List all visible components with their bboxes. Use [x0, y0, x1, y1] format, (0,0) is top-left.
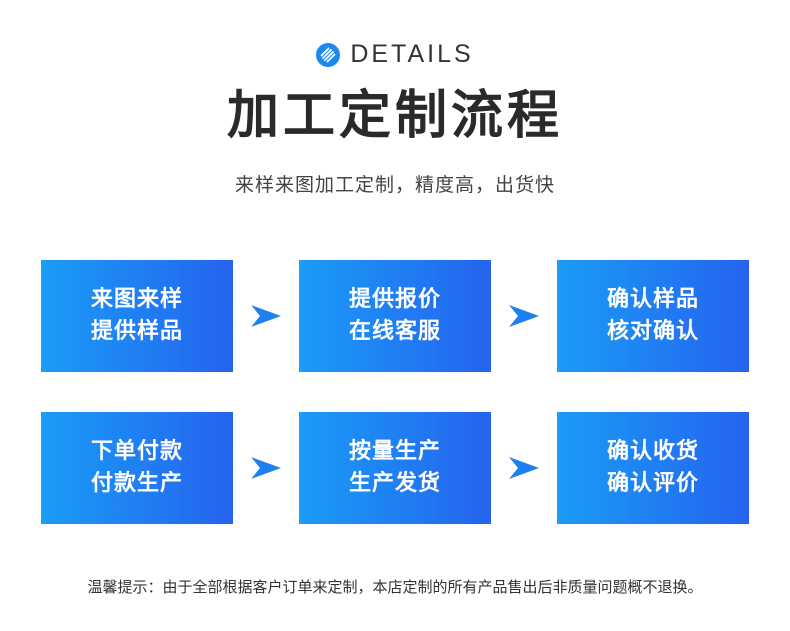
process-row-1: 来图来样 提供样品 提供报价 在线客服 确认样品 核对确认 [41, 260, 749, 372]
step-line-2: 确认评价 [606, 471, 699, 496]
step-quotation: 提供报价 在线客服 [299, 260, 491, 372]
page-title: 加工定制流程 [226, 86, 563, 146]
step-line-1: 确认收货 [606, 439, 699, 464]
step-line-1: 确认样品 [606, 287, 699, 312]
step-sample-confirmation: 确认样品 核对确认 [557, 260, 749, 372]
step-line-2: 核对确认 [606, 319, 699, 344]
step-sample-provision: 来图来样 提供样品 [41, 260, 233, 372]
process-row-2: 下单付款 付款生产 按量生产 生产发货 确认收货 确认评价 [41, 412, 749, 524]
step-order-payment: 下单付款 付款生产 [41, 412, 233, 524]
page-subtitle: 来样来图加工定制，精度高，出货快 [234, 174, 555, 196]
step-line-2: 付款生产 [90, 471, 183, 496]
step-line-1: 来图来样 [90, 287, 183, 312]
step-line-1: 下单付款 [90, 439, 183, 464]
striped-circle-icon [316, 42, 341, 67]
step-line-1: 提供报价 [348, 287, 441, 312]
step-line-2: 在线客服 [348, 319, 441, 344]
footer-notice: 温馨提示：由于全部根据客户订单来定制，本店定制的所有产品售出后非质量问题概不退换… [87, 578, 703, 596]
details-tag: DETAILS [0, 40, 790, 69]
details-label: DETAILS [350, 40, 474, 68]
step-line-2: 提供样品 [90, 319, 183, 344]
step-production-shipping: 按量生产 生产发货 [299, 412, 491, 524]
process-steps: 来图来样 提供样品 提供报价 在线客服 确认样品 核对确认 下单付款 付款生产 … [41, 260, 749, 564]
right-arrow-icon [233, 260, 299, 372]
right-arrow-icon [491, 260, 557, 372]
step-line-2: 生产发货 [348, 471, 441, 496]
step-line-1: 按量生产 [348, 439, 441, 464]
step-receipt-review: 确认收货 确认评价 [557, 412, 749, 524]
right-arrow-icon [233, 412, 299, 524]
right-arrow-icon [491, 412, 557, 524]
